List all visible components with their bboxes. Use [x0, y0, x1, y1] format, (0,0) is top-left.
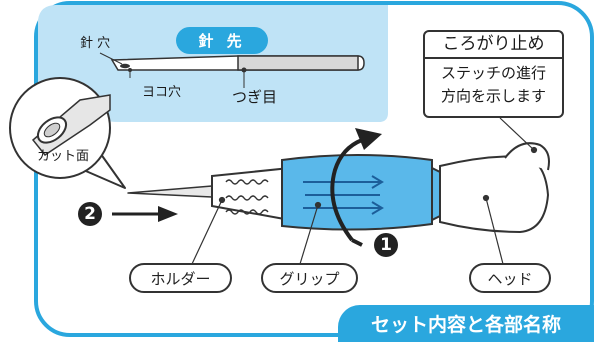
stopper-description-line1: ステッチの進行 — [440, 64, 546, 82]
stopper-callout: ころがり止め ステッチの進行 方向を示します — [423, 30, 564, 118]
stopper-title: ころがり止め — [425, 31, 562, 59]
grip-label: グリップ — [261, 263, 358, 293]
holder-label: ホルダー — [129, 263, 232, 293]
needle-eye-label: 針 穴 — [80, 36, 111, 51]
head-label: ヘッド — [469, 263, 551, 293]
stopper-description-line2: 方向を示します — [440, 87, 546, 105]
cut-surface-label: カット面 — [37, 149, 90, 164]
step-2-marker: 2 — [78, 202, 102, 226]
needle-tip-badge: 針 先 — [176, 27, 268, 54]
main-needle — [127, 185, 213, 198]
section-title: セット内容と各部名称 — [338, 305, 594, 342]
holder-body — [211, 166, 291, 222]
joint-label: つぎ目 — [232, 88, 278, 106]
side-hole-label: ヨコ穴 — [142, 85, 182, 100]
enlarged-needle — [99, 52, 365, 88]
head-body — [439, 142, 550, 234]
grip-body — [281, 154, 441, 231]
step-1-marker: 1 — [374, 233, 398, 257]
push-arrow — [112, 206, 178, 222]
cut-surface-magnifier — [9, 77, 126, 189]
rotation-arrow — [330, 128, 382, 247]
